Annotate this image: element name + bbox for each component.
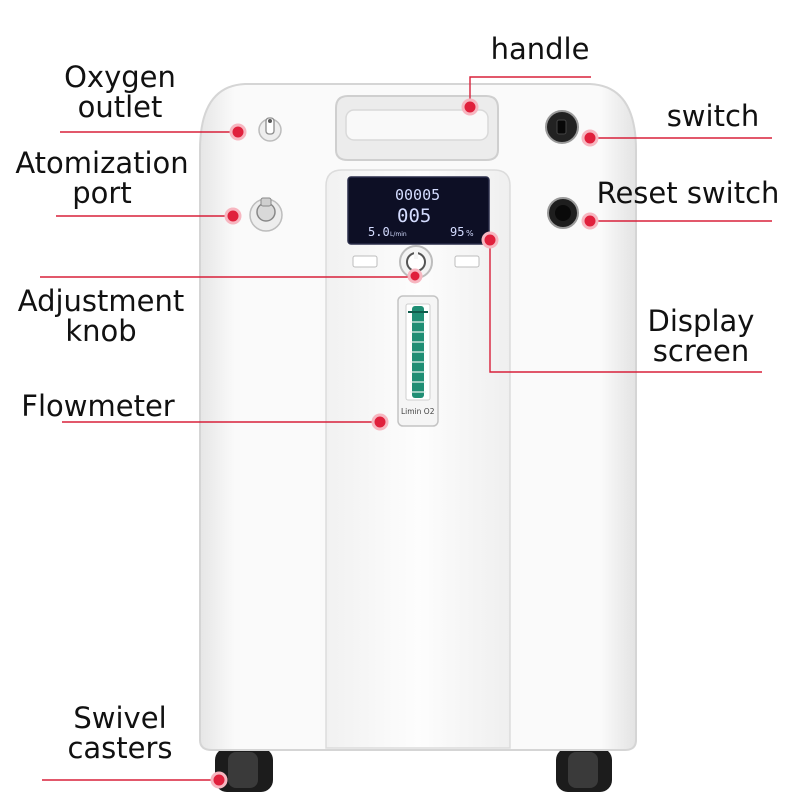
caster-right bbox=[556, 748, 612, 792]
label-swivel-casters-line-1: Swivel bbox=[73, 701, 167, 735]
label-adjustment-knob-line-1: Adjustment bbox=[17, 284, 185, 318]
label-atomization-port-line-1: Atomization bbox=[15, 146, 189, 180]
caster-left bbox=[215, 748, 273, 792]
timer-button-right bbox=[454, 255, 480, 268]
callout-dot-handle bbox=[461, 98, 479, 116]
label-switch: switch bbox=[648, 101, 778, 131]
label-display-screen: Display screen bbox=[626, 306, 776, 366]
front-panel bbox=[325, 169, 511, 749]
oxygen-outlet bbox=[258, 117, 282, 142]
label-swivel-casters-line-2: casters bbox=[67, 731, 173, 765]
callout-dot-swivel-casters bbox=[210, 771, 228, 789]
display-right-unit: % bbox=[466, 229, 474, 238]
power-switch bbox=[545, 110, 579, 144]
display-left-unit: L/min bbox=[390, 231, 407, 238]
label-reset-switch: Reset switch bbox=[585, 178, 791, 208]
label-oxygen-outlet-line-1: Oxygen bbox=[64, 60, 176, 94]
leader-line-display-screen bbox=[489, 240, 762, 373]
flowmeter-brand: Limin O2 bbox=[401, 407, 435, 416]
label-handle-line-1: handle bbox=[490, 32, 590, 66]
label-adjustment-knob: Adjustment knob bbox=[6, 286, 196, 346]
label-display-screen-line-1: Display bbox=[647, 304, 755, 338]
callout-dot-atomization-port bbox=[224, 207, 242, 225]
label-flowmeter: Flowmeter bbox=[12, 391, 184, 421]
display-top-value: 00005 bbox=[395, 186, 440, 204]
label-reset-switch-line-1: Reset switch bbox=[596, 176, 780, 210]
label-adjustment-knob-line-2: knob bbox=[65, 314, 137, 348]
callout-dot-oxygen-outlet bbox=[229, 123, 247, 141]
label-switch-line-1: switch bbox=[666, 99, 760, 133]
timer-button-left bbox=[352, 255, 378, 268]
reset-switch bbox=[547, 197, 579, 229]
leader-line-handle bbox=[469, 76, 591, 106]
label-display-screen-line-2: screen bbox=[652, 334, 750, 368]
callout-dot-reset-switch bbox=[581, 212, 599, 230]
label-oxygen-outlet-line-2: outlet bbox=[77, 90, 163, 124]
callout-dot-adjustment-knob bbox=[407, 268, 423, 284]
display-screen bbox=[347, 176, 490, 245]
handle-grip-opening bbox=[345, 109, 489, 141]
display-middle-value: 005 bbox=[397, 205, 431, 227]
adjustment-knob bbox=[399, 245, 433, 279]
label-flowmeter-line-1: Flowmeter bbox=[21, 389, 175, 423]
display-right-value: 95 bbox=[450, 225, 464, 239]
label-swivel-casters: Swivel casters bbox=[46, 703, 194, 763]
label-atomization-port: Atomization port bbox=[4, 148, 200, 208]
display-left-value: 5.0 bbox=[368, 225, 390, 239]
label-atomization-port-line-2: port bbox=[72, 176, 132, 210]
callout-dot-switch bbox=[581, 129, 599, 147]
callout-dot-flowmeter bbox=[371, 413, 389, 431]
flowmeter-tube bbox=[397, 295, 439, 427]
label-oxygen-outlet: Oxygen outlet bbox=[46, 62, 194, 122]
label-handle: handle bbox=[470, 34, 610, 64]
atomization-port bbox=[249, 197, 283, 232]
callout-dot-display-screen bbox=[481, 231, 499, 249]
